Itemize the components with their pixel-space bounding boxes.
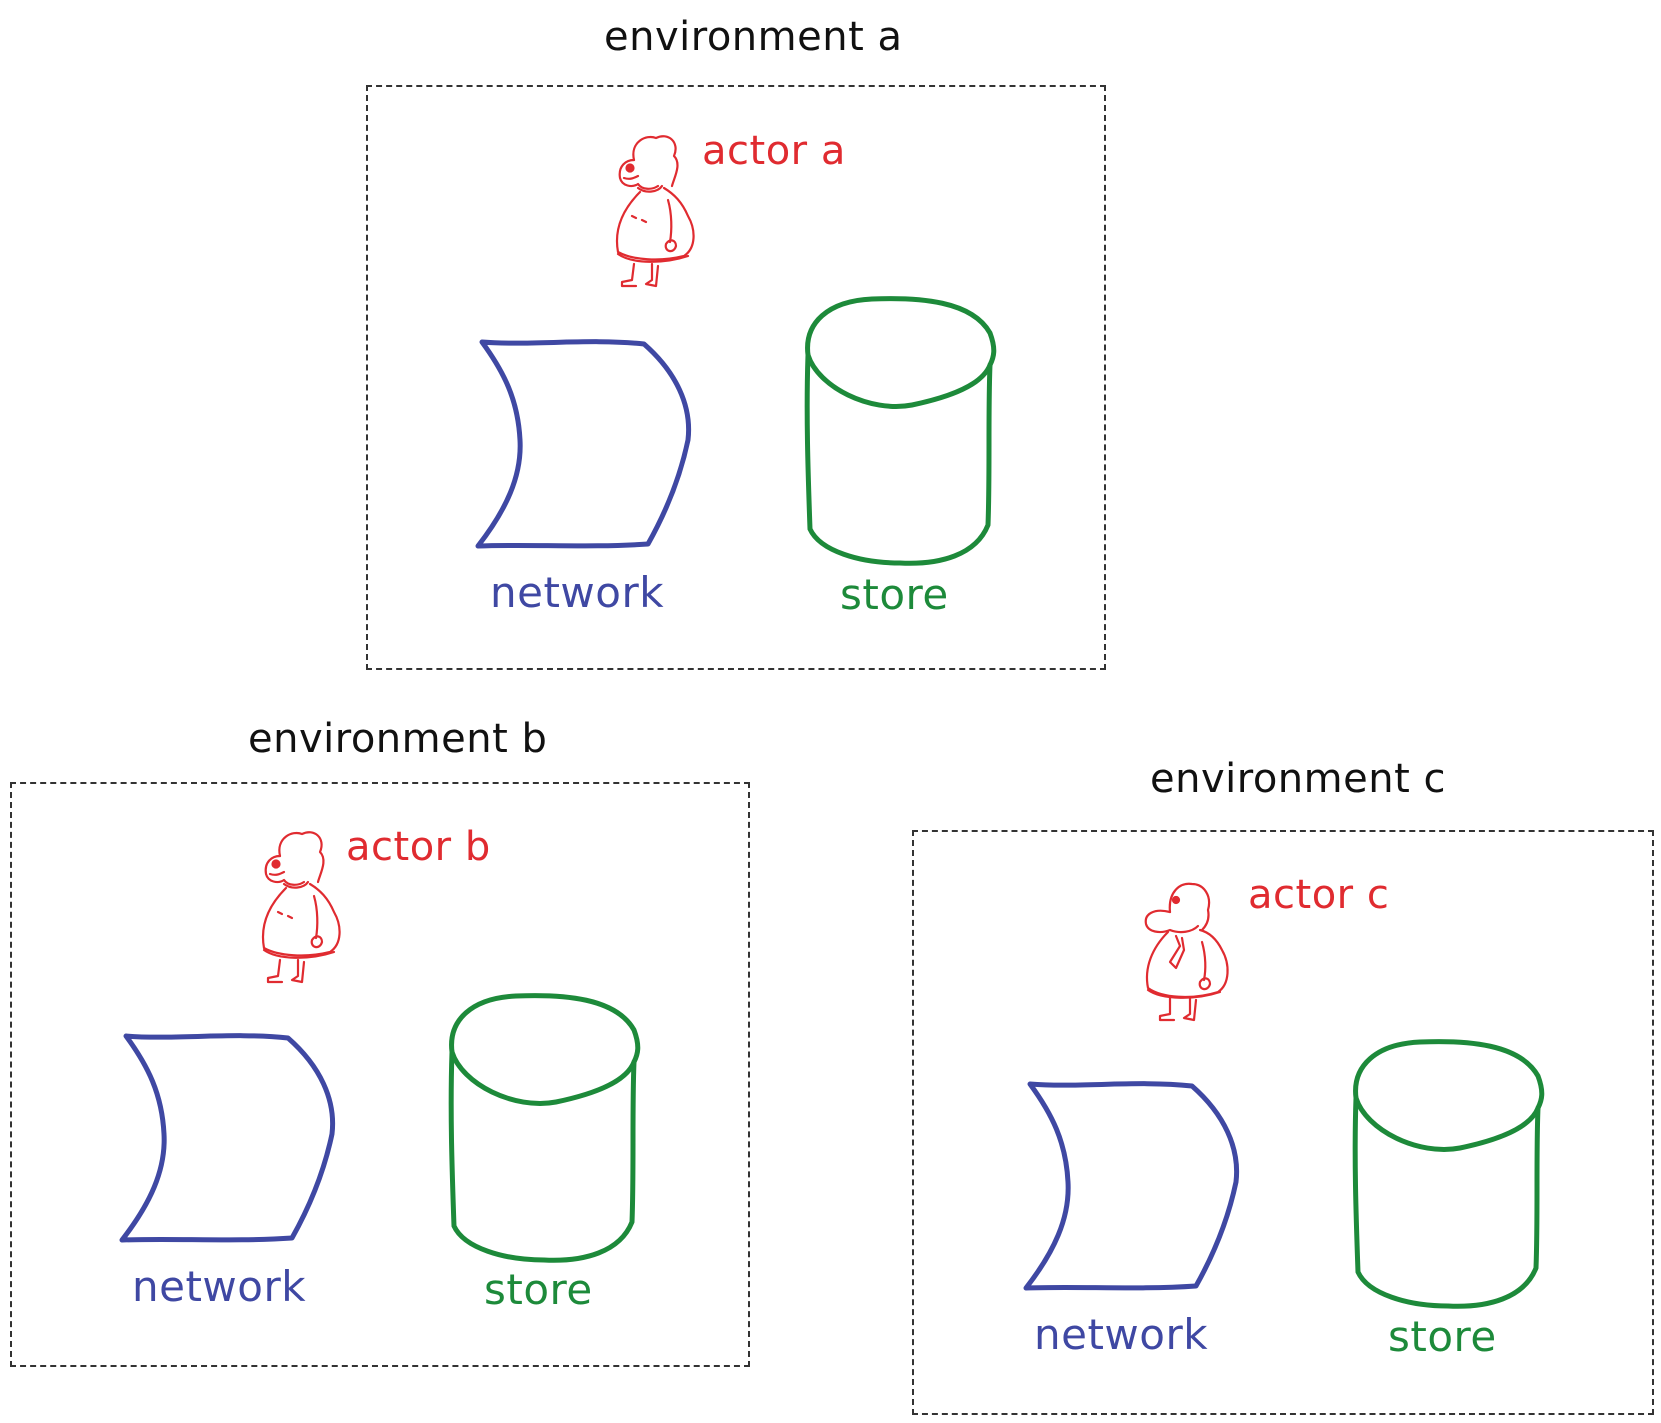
store-b-cylinder[interactable] (444, 990, 649, 1266)
network-a-shape[interactable] (470, 336, 700, 558)
network-b-shape[interactable] (114, 1030, 344, 1252)
actor-a-figure[interactable] (612, 130, 732, 295)
woman-figure-icon (615, 135, 695, 288)
network-c-label: network (1034, 1310, 1209, 1359)
network-a-label: network (490, 568, 665, 617)
environment-b-title: environment b (248, 716, 548, 762)
man-figure-icon (1144, 882, 1229, 1022)
actor-c-label: actor c (1248, 872, 1390, 918)
actor-b-label: actor b (346, 824, 491, 870)
store-c-cylinder[interactable] (1348, 1036, 1553, 1312)
woman-figure-icon (261, 831, 341, 984)
actor-b-figure[interactable] (258, 826, 378, 991)
network-b-label: network (132, 1262, 307, 1311)
actor-c-figure[interactable] (1140, 876, 1260, 1024)
environment-a-title: environment a (604, 14, 903, 60)
store-c-label: store (1388, 1312, 1497, 1361)
environment-c-title: environment c (1150, 756, 1446, 802)
environment-a-box[interactable] (366, 85, 1106, 670)
store-a-cylinder[interactable] (800, 293, 1005, 569)
actor-a-label: actor a (702, 128, 846, 174)
network-c-shape[interactable] (1018, 1078, 1248, 1300)
environment-c-box[interactable] (912, 830, 1654, 1415)
store-b-label: store (484, 1265, 593, 1314)
environment-b-box[interactable] (10, 782, 750, 1367)
store-a-label: store (840, 570, 949, 619)
